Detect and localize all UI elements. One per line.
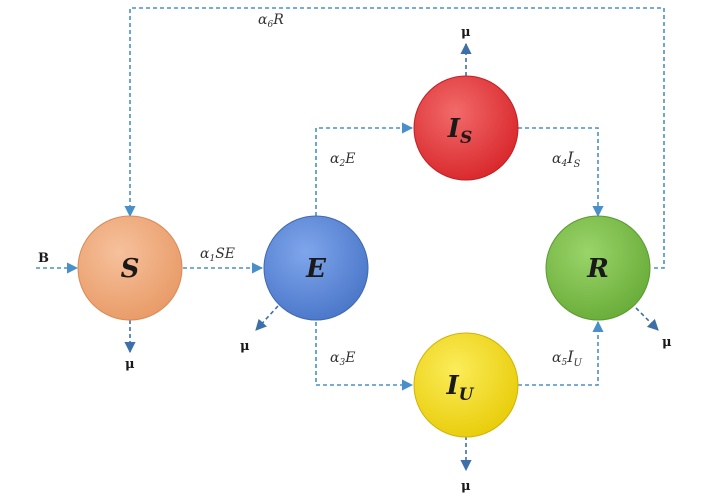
node-iu-letter: I xyxy=(446,371,460,401)
rate-label-a5iu: α5IU xyxy=(552,347,583,369)
node-s-label: S xyxy=(121,254,140,284)
node-e-circle xyxy=(263,215,369,321)
arrow-e-to-iu xyxy=(315,322,414,391)
arrow-e-death xyxy=(255,305,279,331)
node-iu-circle xyxy=(413,332,519,438)
inflow-label: B xyxy=(38,251,49,266)
node-r: R xyxy=(545,215,651,321)
arrow-r-death xyxy=(635,307,659,331)
node-r-circle xyxy=(545,215,651,321)
mu-label-r: μ xyxy=(662,335,672,350)
arrow-iu-to-r xyxy=(518,320,604,386)
node-is-letter: I xyxy=(447,114,461,144)
mu-label-s: μ xyxy=(125,357,135,372)
arrow-e-to-is xyxy=(315,122,414,216)
arrow-is-to-r xyxy=(518,127,604,218)
mu-label-iu: μ xyxy=(461,479,471,494)
node-s: S xyxy=(77,215,183,321)
node-iu-label: IU xyxy=(446,371,475,405)
rate-label-a4is: α4IS xyxy=(552,148,581,170)
node-s-circle xyxy=(77,215,183,321)
rate-label-a1se: α1SE xyxy=(200,246,235,264)
node-is: IS xyxy=(413,75,519,181)
arrow-r-to-s xyxy=(124,7,665,269)
mu-label-is: μ xyxy=(461,25,471,40)
node-e: E xyxy=(263,215,369,321)
rate-label-a3e: α3E xyxy=(330,350,355,368)
node-r-label: R xyxy=(586,254,609,284)
mu-label-e: μ xyxy=(240,339,250,354)
node-is-label: IS xyxy=(447,114,472,148)
rate-label-a2e: α2E xyxy=(330,151,355,169)
node-is-sub: S xyxy=(460,128,472,148)
node-iu: IU xyxy=(413,332,519,438)
node-is-circle xyxy=(413,75,519,181)
node-e-label: E xyxy=(305,254,327,284)
node-iu-sub: U xyxy=(459,385,475,405)
rate-label-a6r: α6R xyxy=(258,12,284,30)
